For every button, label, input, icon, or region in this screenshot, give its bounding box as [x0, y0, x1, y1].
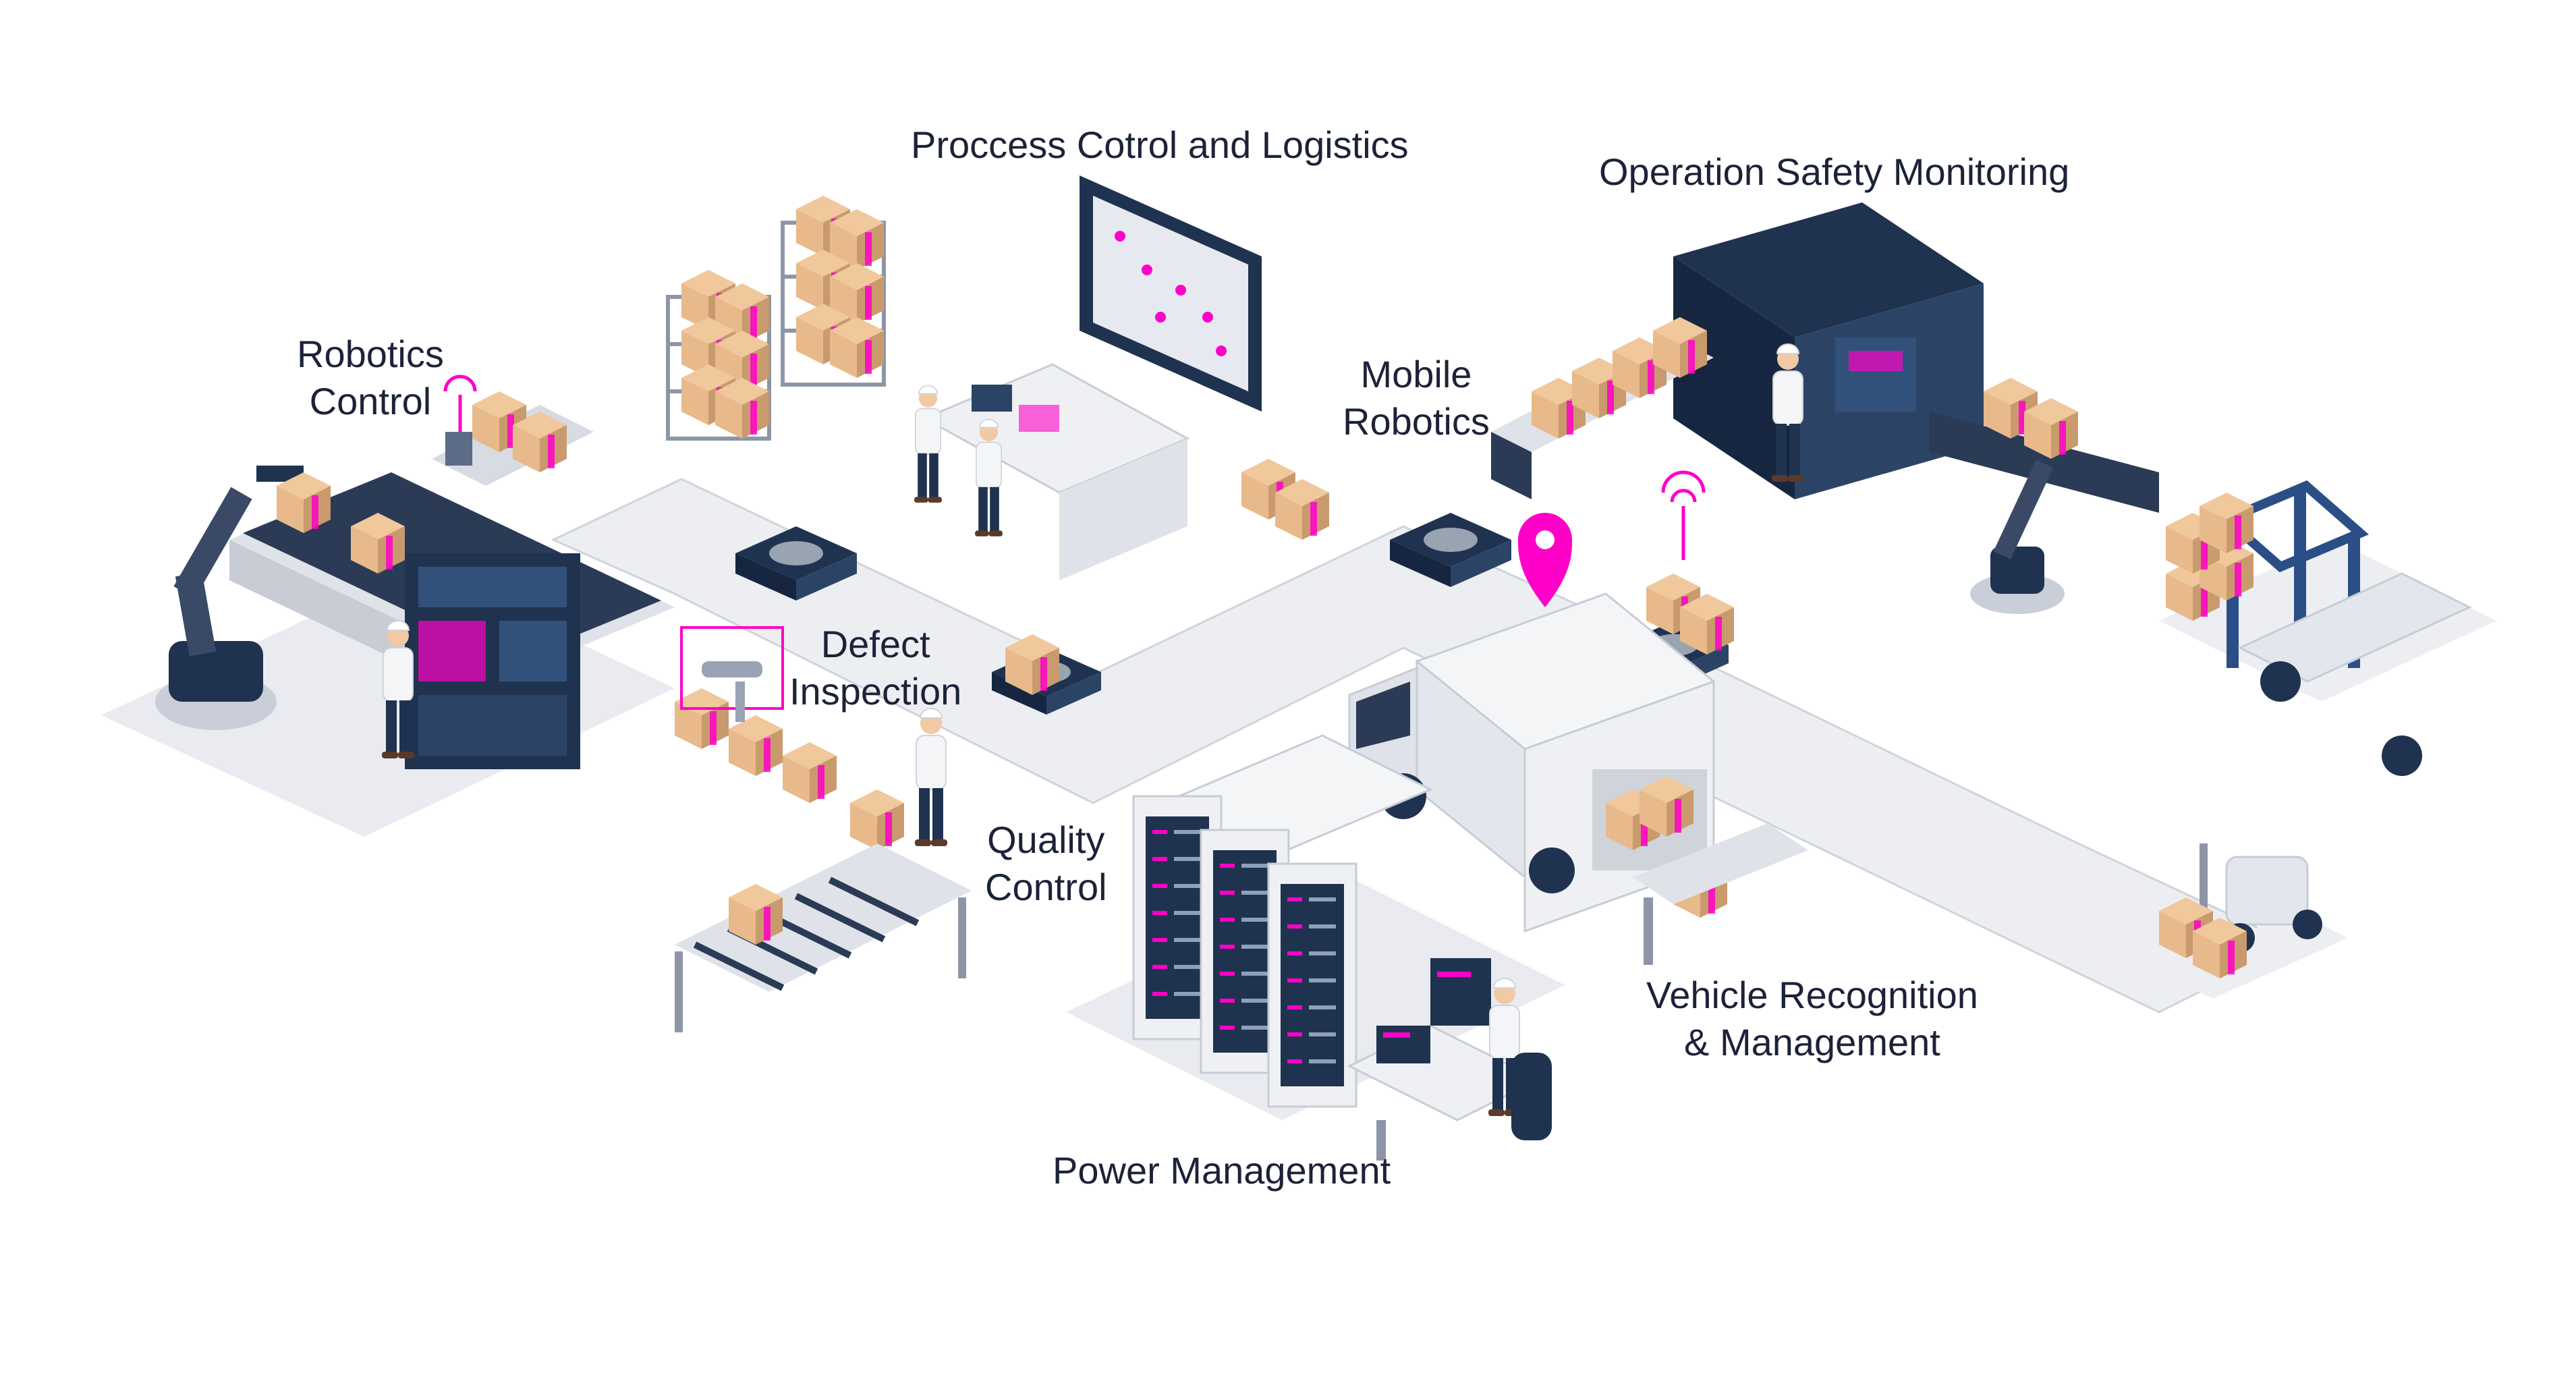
label-quality-control-line1: Quality — [987, 818, 1105, 861]
label-quality-control-line2: Control — [985, 866, 1107, 908]
forklift-icon-2 — [2159, 843, 2348, 999]
label-robotics-control-line1: Robotics — [297, 333, 444, 375]
map-screen-icon — [1080, 175, 1262, 412]
label-vehicle-recognition-line1: Vehicle Recognition — [1646, 974, 1978, 1016]
workstation-icon — [1347, 958, 1552, 1161]
workstation-desk — [914, 363, 1190, 580]
location-pin-icon — [1518, 513, 1572, 607]
power-management-area — [1132, 734, 1552, 1161]
control-panel-ui — [418, 567, 567, 756]
forklift-icon — [2159, 480, 2496, 776]
label-quality-control: Quality Control — [985, 816, 1107, 911]
label-defect-inspection-line2: Inspection — [789, 670, 962, 713]
robot-arm-icon — [1970, 460, 2065, 614]
label-robotics-control: Robotics Control — [297, 331, 444, 425]
camera-icon — [680, 626, 784, 710]
label-power-management: Power Management — [1053, 1149, 1391, 1192]
wifi-icon — [1661, 470, 1706, 560]
shelf-icon — [666, 196, 886, 441]
label-defect-inspection-line1: Defect — [820, 623, 930, 665]
quality-control-area — [675, 708, 972, 1032]
operation-safety-area — [1491, 202, 2159, 614]
defect-inspection-area — [680, 626, 784, 722]
label-vehicle-recognition: Vehicle Recognition & Management — [1646, 972, 1978, 1066]
label-mobile-robotics-line2: Robotics — [1343, 400, 1490, 443]
inspector-worker-icon — [914, 708, 948, 847]
label-operation-safety: Operation Safety Monitoring — [1599, 150, 2070, 193]
label-process-control: Proccess Cotrol and Logistics — [911, 123, 1409, 166]
label-vehicle-recognition-line2: & Management — [1684, 1021, 1940, 1063]
label-mobile-robotics: Mobile Robotics — [1343, 351, 1490, 445]
wifi-icon-2 — [443, 374, 477, 432]
label-defect-inspection: Defect Inspection — [789, 621, 961, 715]
operator-worker-icon — [914, 385, 943, 503]
server-rack-icon-3 — [1267, 862, 1357, 1108]
label-robotics-control-line2: Control — [309, 380, 432, 422]
cart-with-boxes — [432, 391, 594, 486]
robot-arm-icon — [155, 466, 304, 730]
robotics-control-area — [155, 391, 904, 850]
label-mobile-robotics-line1: Mobile — [1360, 353, 1472, 395]
process-control-area — [914, 175, 1329, 580]
